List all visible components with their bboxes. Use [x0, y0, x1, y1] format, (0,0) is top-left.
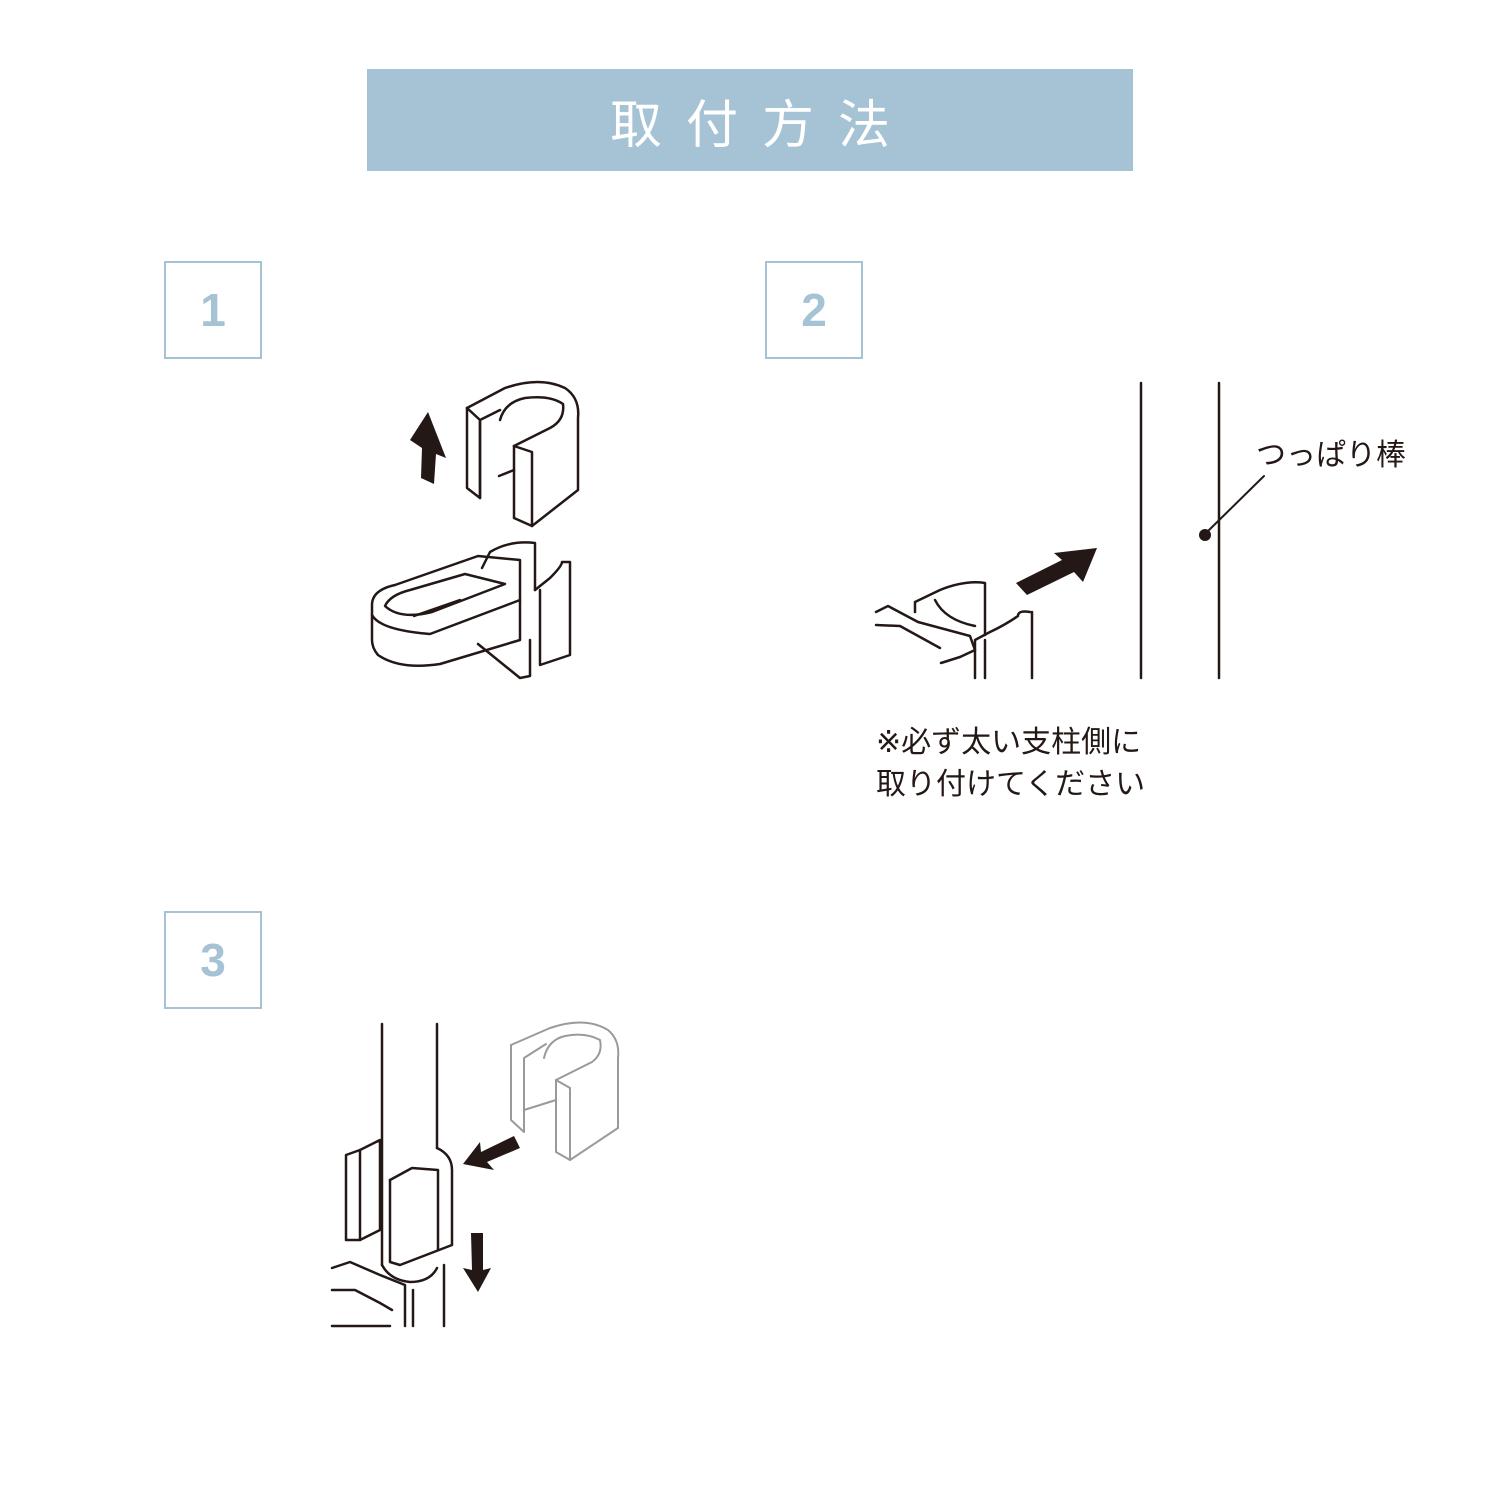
note-line-1: ※必ず太い支柱側に: [876, 725, 1142, 760]
page-title: 取付方法: [609, 95, 914, 156]
step-2-illustration: [874, 381, 1265, 680]
tension-rod-label: つっぱり棒: [1256, 438, 1406, 473]
step-1-badge: 1: [164, 261, 262, 359]
step-3-badge: 3: [164, 911, 262, 1009]
clip-part: [465, 380, 580, 528]
note-line-2: 取り付けてください: [876, 767, 1146, 802]
up-arrow-icon: [410, 412, 446, 484]
diagonal-arrow-icon: [1016, 548, 1097, 595]
title-banner: 取付方法: [367, 69, 1133, 171]
step-number: 3: [200, 934, 226, 986]
down-arrow-icon: [463, 1233, 491, 1292]
step-3-illustration: [330, 1021, 620, 1328]
leader-line: [1205, 475, 1265, 534]
step-1-illustration: [370, 380, 580, 680]
left-arrow-icon: [463, 1136, 520, 1170]
step-number: 1: [200, 284, 226, 336]
step-2-badge: 2: [765, 261, 863, 359]
step-number: 2: [801, 284, 827, 336]
leader-dot: [1199, 529, 1211, 541]
holder-part: [370, 541, 572, 680]
clip-ghost: [510, 1021, 620, 1161]
